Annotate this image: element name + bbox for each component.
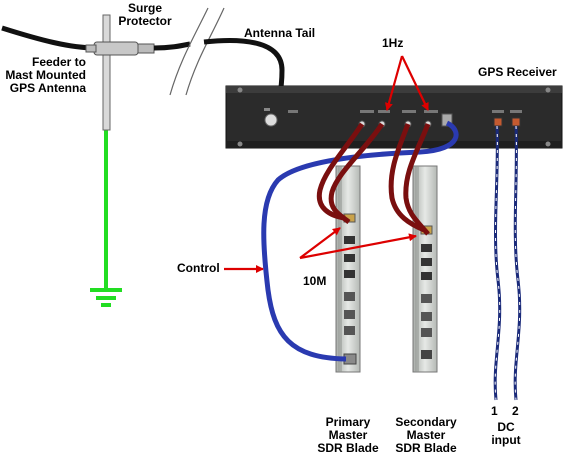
dc-two-label: 2 xyxy=(512,404,519,418)
ground-symbol-icon xyxy=(90,288,122,307)
dc-input-label: DC input xyxy=(491,420,521,447)
arrow-1hz-left xyxy=(385,55,404,111)
primary-blade-label: Primary Master SDR Blade xyxy=(317,415,379,455)
surge-protector-icon xyxy=(85,41,155,56)
arrow-10m-right xyxy=(299,233,417,260)
antenna-tail-label: Antenna Tail xyxy=(244,26,316,40)
timing-cables xyxy=(316,122,431,236)
ten-m-label: 10M xyxy=(303,274,327,288)
secondary-blade-label: Secondary Master SDR Blade xyxy=(395,415,457,455)
feeder-cable xyxy=(1,25,97,51)
dc-cables-stripe xyxy=(494,125,521,401)
annotation-arrows xyxy=(224,55,429,273)
control-label: Control xyxy=(177,261,220,275)
feeder-label: Feeder to Mast Mounted GPS Antenna xyxy=(5,55,86,95)
surge-protector-label: Surge Protector xyxy=(118,1,172,28)
cable-break-marks xyxy=(169,7,225,96)
primary-sdr-blade xyxy=(335,165,361,373)
mast-pole xyxy=(102,14,111,131)
gps-receiver-label: GPS Receiver xyxy=(478,65,557,79)
dc-one-label: 1 xyxy=(491,404,498,418)
one-hz-label: 1Hz xyxy=(382,36,404,50)
secondary-sdr-blade xyxy=(412,165,438,373)
arrow-1hz-right xyxy=(401,55,429,111)
control-cable xyxy=(261,120,459,362)
surge-output-cable xyxy=(153,41,191,51)
gps-receiver-unit xyxy=(225,85,563,149)
arrow-10m-left xyxy=(299,227,341,259)
